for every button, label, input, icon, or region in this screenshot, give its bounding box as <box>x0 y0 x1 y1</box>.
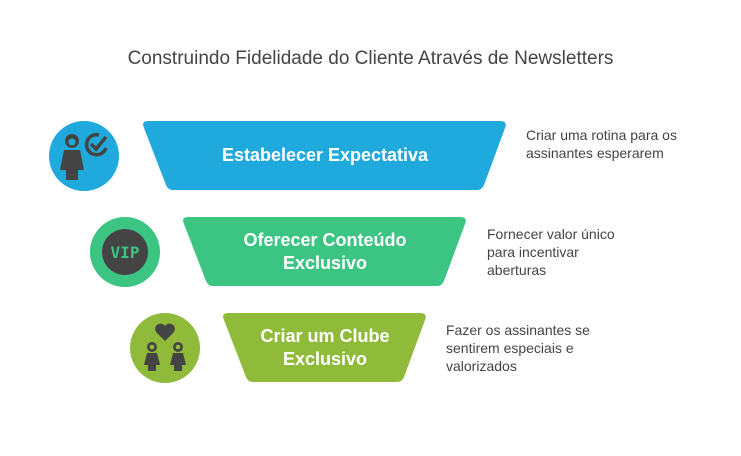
step-3-description: Fazer os assinantes se sentirem especiai… <box>446 322 590 374</box>
funnel-step-2-shape <box>183 217 466 286</box>
step-1-label: Estabelecer Expectativa <box>221 145 429 165</box>
vip-text: VIP <box>111 243 140 262</box>
vip-badge-icon: VIP <box>90 217 160 287</box>
step-1-description: Criar uma rotina para os assinantes espe… <box>526 127 677 161</box>
funnel-step-3-shape <box>223 313 426 382</box>
step-2-label: Oferecer Conteúdo Exclusivo <box>243 229 407 273</box>
person-checkmark-icon <box>49 121 119 191</box>
step-2-description: Fornecer valor único para incentivar abe… <box>487 226 615 278</box>
couple-heart-icon <box>130 313 200 383</box>
diagram-title: Construindo Fidelidade do Cliente Atravé… <box>127 48 614 69</box>
step-3-label: Criar um Clube Exclusivo <box>260 325 390 369</box>
funnel-step-1-shape <box>143 121 506 190</box>
